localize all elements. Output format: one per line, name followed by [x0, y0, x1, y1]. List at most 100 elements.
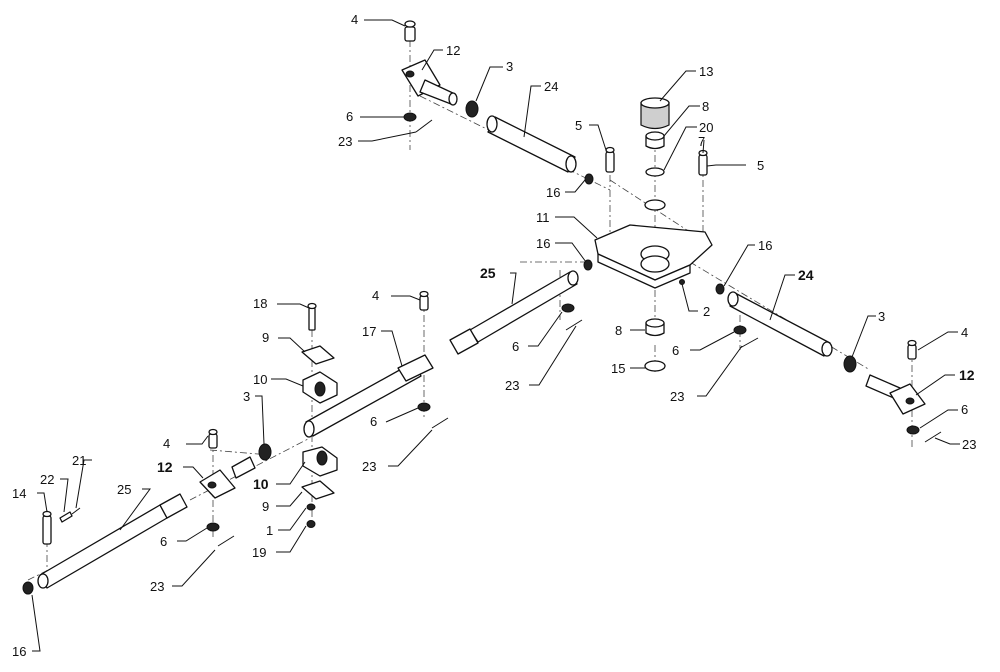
washer-6-top — [403, 112, 417, 122]
cotter-pin-23-top — [415, 119, 433, 133]
bushing-8-bottom — [645, 318, 665, 337]
pin-4-left — [208, 428, 218, 449]
washer-15 — [644, 360, 666, 372]
nut-3-left — [258, 443, 272, 461]
callout-4: 4 — [961, 325, 968, 340]
pin-4-right — [907, 339, 917, 360]
callout-14: 14 — [12, 486, 26, 501]
callout-24: 24 — [544, 79, 558, 94]
cotter-pin-23-mid — [431, 417, 449, 429]
pin-5-right — [698, 149, 708, 176]
callout-23: 23 — [670, 389, 684, 404]
cotter-pin-23-center-right — [739, 337, 759, 349]
callout-6: 6 — [370, 414, 377, 429]
callout-17: 17 — [362, 324, 376, 339]
callout-10: 10 — [253, 372, 267, 387]
callout-16: 16 — [546, 185, 560, 200]
callout-9: 9 — [262, 330, 269, 345]
callout-9: 9 — [262, 499, 269, 514]
callout-12: 12 — [157, 459, 173, 475]
callout-6: 6 — [672, 343, 679, 358]
callout-12: 12 — [446, 43, 460, 58]
callout-4: 4 — [351, 12, 358, 27]
tube-24-top — [486, 115, 577, 173]
callout-8: 8 — [702, 99, 709, 114]
cotter-pin-23-center — [565, 319, 583, 331]
callout-12: 12 — [959, 367, 975, 383]
bushing-16-top — [584, 173, 594, 185]
callout-6: 6 — [346, 109, 353, 124]
washer-6-left — [206, 522, 220, 532]
callout-5: 5 — [757, 158, 764, 173]
callout-16: 16 — [12, 644, 26, 659]
callout-1: 1 — [266, 523, 273, 538]
bushing-16-left — [22, 581, 34, 595]
center-plate-11 — [594, 224, 713, 289]
callout-6: 6 — [961, 402, 968, 417]
parts — [22, 20, 942, 595]
callout-6: 6 — [512, 339, 519, 354]
washer-6-right — [906, 425, 920, 435]
callout-3: 3 — [243, 389, 250, 404]
pin-14 — [42, 510, 52, 545]
washer-6-center-right — [733, 325, 747, 335]
center-lines — [27, 40, 913, 581]
screw-2 — [679, 279, 685, 285]
pin-5-left — [605, 146, 615, 173]
cap-13 — [640, 97, 670, 130]
tube-25-middle — [449, 270, 579, 355]
clevis-12-top — [401, 59, 458, 106]
callout-15: 15 — [611, 361, 625, 376]
callout-25: 25 — [480, 265, 496, 281]
callout-10: 10 — [253, 476, 269, 492]
callout-22: 22 — [40, 472, 54, 487]
tube-24-right — [727, 291, 833, 357]
ring-7 — [644, 199, 666, 211]
nut-3-top — [465, 100, 479, 118]
callout-3: 3 — [506, 59, 513, 74]
bolt-18 — [307, 302, 317, 331]
nut-3-right — [843, 355, 857, 373]
clip-22 — [59, 511, 73, 523]
callout-2: 2 — [703, 304, 710, 319]
plate-9-top — [301, 345, 335, 365]
callout-23: 23 — [505, 378, 519, 393]
callout-8: 8 — [615, 323, 622, 338]
plate-9-bottom — [301, 480, 335, 500]
callout-16: 16 — [758, 238, 772, 253]
callout-23: 23 — [362, 459, 376, 474]
ring-20 — [645, 167, 665, 177]
clamp-10-top — [302, 371, 338, 404]
washer-6-mid — [417, 402, 431, 412]
pin-4-middle — [419, 290, 429, 311]
callout-4: 4 — [372, 288, 379, 303]
bushing-8-top — [645, 131, 665, 150]
nut-19 — [306, 520, 316, 528]
clamp-10-bottom — [302, 446, 338, 477]
callout-13: 13 — [699, 64, 713, 79]
callout-21: 21 — [72, 453, 86, 468]
clevis-12-left — [199, 456, 256, 499]
bushing-16-right — [715, 283, 725, 295]
callout-3: 3 — [878, 309, 885, 324]
callout-7: 7 — [698, 134, 705, 149]
bushing-16-mid — [583, 259, 593, 271]
callout-25: 25 — [117, 482, 131, 497]
callout-5: 5 — [575, 118, 582, 133]
callout-6: 6 — [160, 534, 167, 549]
callout-23: 23 — [150, 579, 164, 594]
washer-6-center — [561, 303, 575, 313]
tube-17 — [303, 354, 434, 438]
callout-19: 19 — [252, 545, 266, 560]
callout-23: 23 — [338, 134, 352, 149]
callout-24: 24 — [798, 267, 814, 283]
clevis-12-right — [865, 374, 926, 415]
wire-21 — [71, 507, 81, 515]
cotter-pin-23-right — [924, 431, 942, 443]
callout-18: 18 — [253, 296, 267, 311]
callout-4: 4 — [163, 436, 170, 451]
callout-20: 20 — [699, 120, 713, 135]
callout-11: 11 — [536, 210, 550, 225]
